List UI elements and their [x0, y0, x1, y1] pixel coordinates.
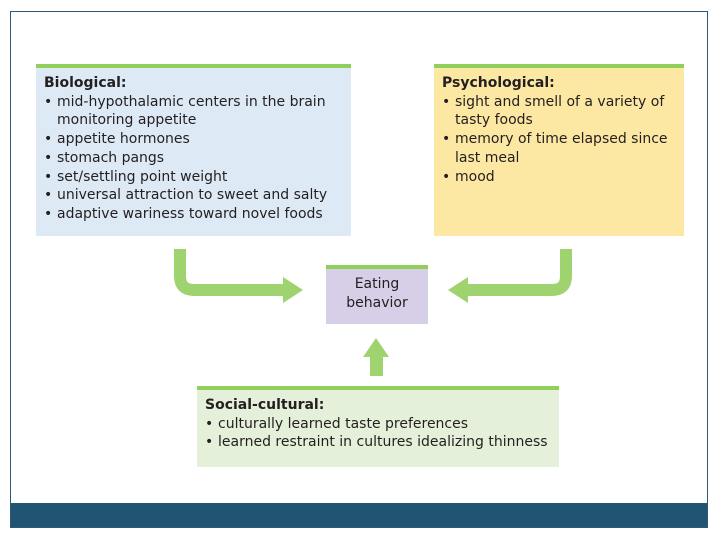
biological-heading: Biological: [44, 75, 127, 91]
biological-item: adaptive wariness toward novel foods [44, 205, 343, 224]
arrow-left-icon [174, 249, 285, 296]
social-cultural-item: culturally learned taste preferences [205, 415, 551, 434]
biological-item: universal attraction to sweet and salty [44, 186, 343, 205]
arrow-up-icon [370, 355, 383, 376]
biological-box: Biological: mid-hypothalamic centers in … [36, 64, 351, 236]
social-cultural-list: culturally learned taste preferences lea… [205, 415, 551, 452]
arrow-right-head-icon [448, 277, 468, 303]
psychological-box: Psychological: sight and smell of a vari… [434, 64, 684, 236]
arrow-up-head-icon [363, 338, 389, 357]
biological-item: set/settling point weight [44, 168, 343, 187]
arrow-left-head-icon [283, 277, 303, 303]
psychological-list: sight and smell of a variety of tasty fo… [442, 93, 676, 187]
psychological-item: memory of time elapsed since last meal [442, 130, 676, 167]
psychological-item: sight and smell of a variety of tasty fo… [442, 93, 676, 130]
biological-item: mid-hypothalamic centers in the brain mo… [44, 93, 343, 130]
psychological-item: mood [442, 168, 676, 187]
psychological-heading: Psychological: [442, 75, 555, 91]
social-cultural-item: learned restraint in cultures idealizing… [205, 433, 551, 452]
social-cultural-heading: Social-cultural: [205, 397, 325, 413]
social-cultural-box: Social-cultural: culturally learned tast… [197, 386, 559, 467]
arrow-right-icon [466, 249, 572, 296]
biological-list: mid-hypothalamic centers in the brain mo… [44, 93, 343, 224]
eating-behavior-box: Eating behavior [326, 265, 428, 324]
biological-item: stomach pangs [44, 149, 343, 168]
eating-behavior-line1: Eating [354, 276, 400, 292]
eating-behavior-line2: behavior [346, 294, 408, 311]
biological-item: appetite hormones [44, 130, 343, 149]
footer-bar [11, 503, 707, 527]
